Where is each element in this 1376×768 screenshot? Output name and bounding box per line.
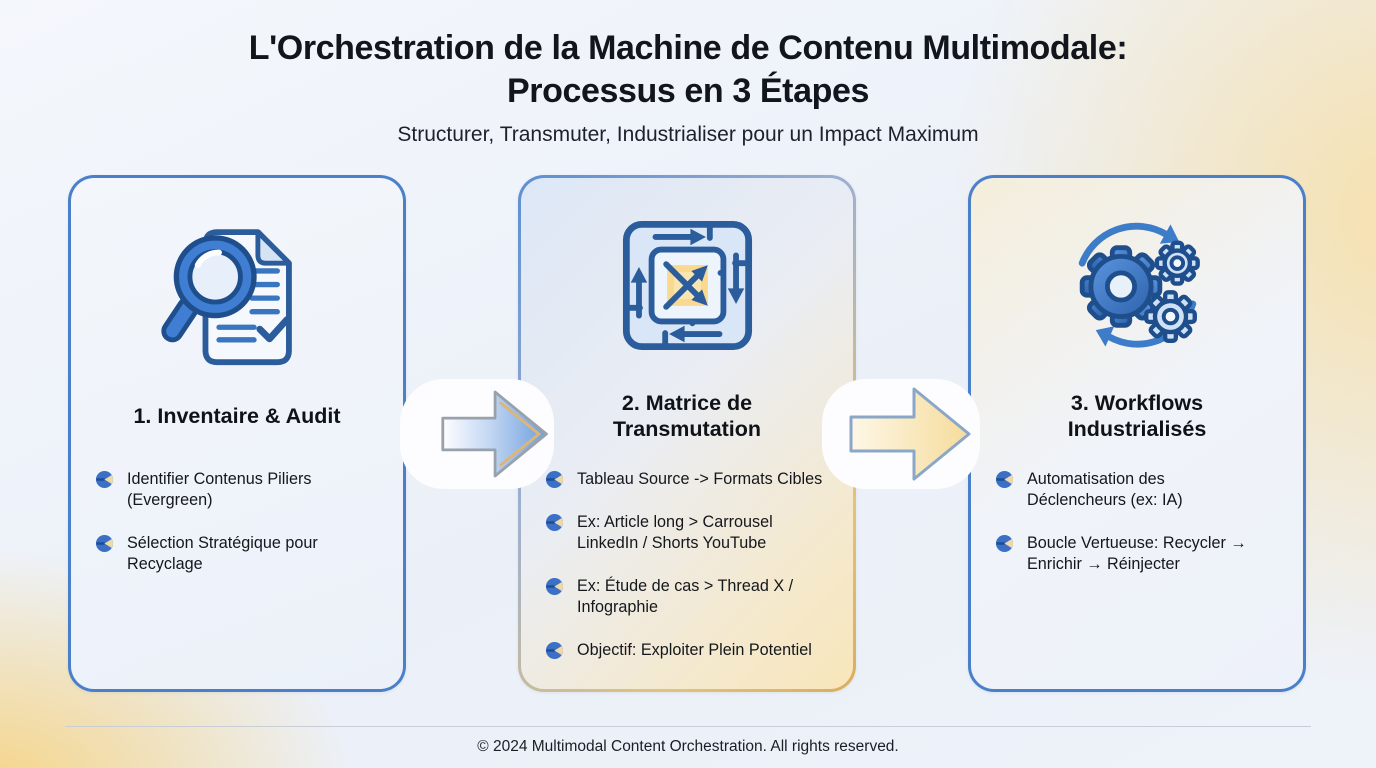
card-step-2-bullets: Tableau Source -> Formats Cibles Ex: Art… bbox=[521, 469, 853, 661]
bullet-item: Identifier Contenus Piliers (Evergreen) bbox=[95, 469, 385, 511]
card-step-2-body: 2. Matrice de Transmutation Tableau Sour… bbox=[521, 178, 853, 689]
header: L'Orchestration de la Machine de Contenu… bbox=[0, 27, 1376, 147]
footer-copyright: © 2024 Multimodal Content Orchestration.… bbox=[477, 738, 899, 755]
pie-bullet-icon bbox=[95, 470, 114, 489]
transmutation-matrix-icon bbox=[605, 203, 770, 371]
pie-bullet-icon bbox=[545, 514, 564, 532]
flow-arrow-right-icon bbox=[441, 390, 548, 478]
card-step-3-body: 3. Workflows Industrialisés Automatisati… bbox=[971, 178, 1303, 689]
bullet-item: Automatisation des Déclencheurs (ex: IA) bbox=[995, 469, 1285, 511]
bullet-item: Sélection Stratégique pour Recyclage bbox=[95, 533, 385, 575]
card-step-3-title: 3. Workflows Industrialisés bbox=[1067, 390, 1207, 441]
bullet-item: Ex: Article long > Carrousel LinkedIn / … bbox=[545, 512, 835, 554]
card-step-3-bullets: Automatisation des Déclencheurs (ex: IA)… bbox=[971, 469, 1303, 575]
card-step-1-bullets: Identifier Contenus Piliers (Evergreen) … bbox=[71, 469, 403, 575]
card-step-1: 1. Inventaire & Audit Identifier Contenu… bbox=[68, 175, 406, 692]
bullet-item: Ex: Étude de cas > Thread X / Infographi… bbox=[545, 576, 835, 618]
pie-bullet-icon bbox=[995, 535, 1014, 553]
page-subtitle: Structurer, Transmuter, Industrialiser p… bbox=[397, 123, 979, 146]
card-step-2: 2. Matrice de Transmutation Tableau Sour… bbox=[518, 175, 856, 692]
gears-cycle-icon bbox=[1055, 203, 1220, 371]
card-step-2-title: 2. Matrice de Transmutation bbox=[612, 390, 762, 441]
pie-bullet-icon bbox=[545, 470, 564, 489]
magnifier-document-icon bbox=[155, 203, 320, 371]
footer-divider bbox=[65, 726, 1311, 727]
pie-bullet-icon bbox=[95, 535, 114, 553]
card-step-3: 3. Workflows Industrialisés Automatisati… bbox=[968, 175, 1306, 692]
bullet-item: Boucle Vertueuse: Recycler → Enrichir → … bbox=[995, 533, 1285, 575]
flow-arrow-right-icon bbox=[849, 387, 971, 481]
page-title: L'Orchestration de la Machine de Contenu… bbox=[0, 27, 1376, 112]
card-step-1-title: 1. Inventaire & Audit bbox=[133, 403, 341, 428]
page-title-line-1: L'Orchestration de la Machine de Contenu… bbox=[248, 29, 1128, 67]
bullet-item: Objectif: Exploiter Plein Potentiel bbox=[545, 640, 835, 661]
pie-bullet-icon bbox=[995, 470, 1014, 489]
pie-bullet-icon bbox=[545, 642, 564, 660]
bullet-item: Tableau Source -> Formats Cibles bbox=[545, 469, 835, 490]
pie-bullet-icon bbox=[545, 578, 564, 596]
card-step-1-body: 1. Inventaire & Audit Identifier Contenu… bbox=[71, 178, 403, 689]
page-title-line-2: Processus en 3 Étapes bbox=[506, 71, 869, 110]
